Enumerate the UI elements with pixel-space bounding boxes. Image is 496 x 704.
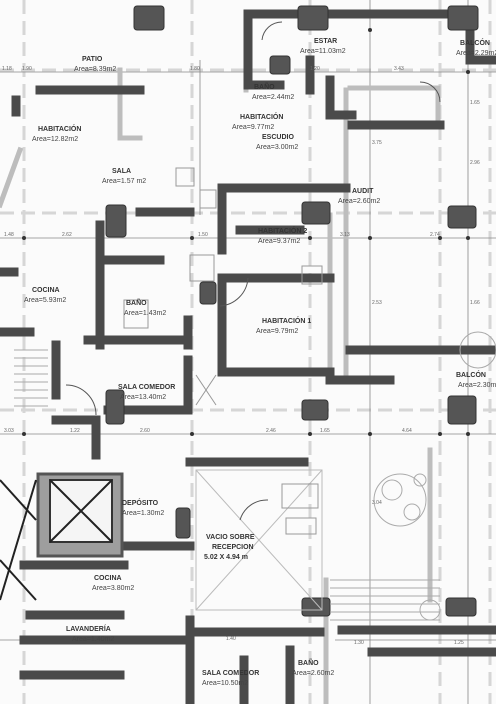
room-area: Area=2.44m2 (252, 94, 295, 101)
room-area: Area=3.00m2 (256, 144, 299, 151)
dimension-label: 3.75 (372, 140, 382, 146)
room-name: HABITACIÓN (38, 126, 82, 133)
room-area: Area=2.60m2 (338, 198, 381, 205)
room-name: BALCÓN (456, 372, 486, 379)
room-name: ESCUDIO (262, 134, 294, 141)
room-name: DEPÓSITO (122, 500, 159, 507)
dimension-label: 1.18 (2, 66, 12, 72)
room-area: Area=1.40m2 (72, 636, 115, 643)
void-outline (195, 469, 323, 611)
room-area: Area=8.39m2 (74, 66, 117, 73)
room-name: COCINA (94, 575, 122, 582)
door-swings (65, 21, 441, 521)
room-name: SALA COMEDOR (202, 670, 260, 677)
dimension-label: 4.64 (402, 428, 412, 434)
room-name: AUDIT (352, 188, 374, 195)
room-area: Area=2.60m2 (292, 670, 335, 677)
void-note-line: RECEPCION (212, 544, 254, 551)
dimension-label: 2.96 (470, 160, 480, 166)
dimension-label: 3.43 (394, 66, 404, 72)
dimension-label: 1.40 (226, 636, 236, 642)
dimension-label: 1.66 (470, 300, 480, 306)
room-name: HABITACIÓN 2 (258, 228, 308, 235)
room-area: Area=12.82m2 (32, 136, 79, 143)
dimension-label: 3.04 (372, 500, 382, 506)
elevator-core (36, 472, 124, 558)
dimension-label: 1.50 (198, 232, 208, 238)
room-area: Area=1.57 m2 (102, 178, 147, 185)
dimension-label: 1.65 (470, 100, 480, 106)
dimension-label: 1.80 (190, 66, 200, 72)
room-area: Area=9.79m2 (256, 328, 299, 335)
dimension-label: 3.13 (340, 232, 350, 238)
dimension-label: 1.30 (354, 640, 364, 646)
room-area: Area=13.40m2 (120, 394, 167, 401)
room-area: Area=3.80m2 (92, 585, 135, 592)
room-name: HABITACIÓN 1 (262, 318, 312, 325)
room-name: BALCÓN (460, 40, 490, 47)
stairs (14, 349, 440, 621)
void-note-size: 5.02 X 4.94 m (204, 554, 248, 561)
room-name: BAÑO (254, 84, 275, 91)
room-area: Area=2.30m2 (458, 382, 496, 389)
dimension-label: 1.90 (22, 66, 32, 72)
room-name: COCINA (32, 287, 60, 294)
void-note-title: VACIO SOBRE (206, 534, 255, 541)
dimension-label: 2.53 (372, 300, 382, 306)
room-name: HABITACIÓN (240, 114, 284, 121)
dimension-label: 1.22 (70, 428, 80, 434)
structural-columns (105, 5, 479, 617)
room-area: Area=10.50m2 (202, 680, 249, 687)
dimension-label: 2.46 (266, 428, 276, 434)
dimension-label: 1.20 (310, 66, 320, 72)
dimension-label: 2.74 (430, 232, 440, 238)
room-name: ESTAR (314, 38, 338, 45)
room-name: SALA (112, 168, 132, 175)
dimension-label: 1.48 (4, 232, 14, 238)
room-area: Area=1.43m2 (124, 310, 167, 317)
dimension-label: 2.62 (62, 232, 72, 238)
dimension-label: 3.03 (4, 428, 14, 434)
dark-walls (0, 9, 496, 704)
room-name: SALA COMEDOR (118, 384, 176, 391)
shaft-west (0, 479, 37, 601)
room-area: Area=9.77m2 (232, 124, 275, 131)
fixtures (123, 167, 323, 535)
room-area: Area=2.29m2 (456, 50, 496, 57)
dimension-ticks (22, 28, 470, 436)
room-area: Area=11.03m2 (300, 48, 346, 55)
room-area: Area=5.93m2 (24, 297, 67, 304)
dimension-label: 1.25 (454, 640, 464, 646)
planter (373, 331, 496, 621)
dimension-label: 2.60 (140, 428, 150, 434)
room-area: Area=1.30m2 (122, 510, 165, 517)
room-name: BAÑO (126, 300, 147, 307)
room-name: BAÑO (298, 660, 319, 667)
room-name: LAVANDERÍA (66, 626, 111, 633)
dimension-label: 1.65 (320, 428, 330, 434)
room-name: PATIO (82, 56, 103, 63)
room-area: Area=9.37m2 (258, 238, 301, 245)
